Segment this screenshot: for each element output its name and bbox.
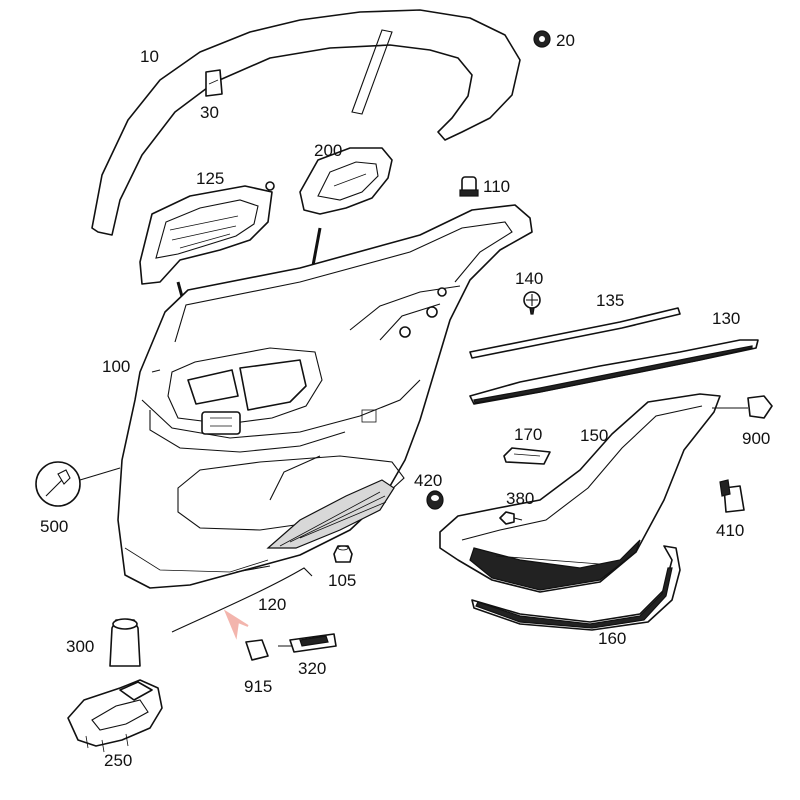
part-125-handle-bracket[interactable] bbox=[139, 181, 275, 285]
label-30: 30 bbox=[200, 103, 219, 122]
label-410: 410 bbox=[716, 521, 744, 540]
part-105-grommet[interactable] bbox=[333, 545, 353, 563]
part-500-wrench-symbol[interactable] bbox=[35, 461, 121, 507]
part-420-grommet[interactable] bbox=[426, 490, 444, 510]
part-900-clip[interactable] bbox=[712, 395, 773, 419]
part-410-bracket[interactable] bbox=[719, 479, 745, 513]
label-120: 120 bbox=[258, 595, 286, 614]
part-150-armrest-trim[interactable] bbox=[439, 393, 721, 593]
label-250: 250 bbox=[104, 751, 132, 770]
part-130-trim-molding[interactable] bbox=[469, 339, 759, 405]
label-140: 140 bbox=[515, 269, 543, 288]
part-380-screw[interactable] bbox=[499, 511, 523, 525]
label-500: 500 bbox=[40, 517, 68, 536]
part-30-clip[interactable] bbox=[205, 69, 223, 97]
part-140-clip[interactable] bbox=[523, 291, 541, 315]
label-300: 300 bbox=[66, 637, 94, 656]
label-125: 125 bbox=[196, 169, 224, 188]
label-10: 10 bbox=[140, 47, 159, 66]
label-110: 110 bbox=[483, 177, 510, 196]
part-160-lower-trim[interactable] bbox=[471, 545, 681, 631]
part-110-plug[interactable] bbox=[459, 176, 479, 197]
part-915-clip[interactable] bbox=[245, 639, 269, 661]
label-915: 915 bbox=[244, 677, 272, 696]
highlight-arrow bbox=[223, 609, 249, 640]
label-130: 130 bbox=[712, 309, 740, 328]
label-320: 320 bbox=[298, 659, 326, 678]
label-135: 135 bbox=[596, 291, 624, 310]
part-170-switch[interactable] bbox=[503, 447, 551, 465]
label-200: 200 bbox=[314, 141, 342, 160]
label-100: 100 bbox=[102, 357, 130, 376]
part-20-cap[interactable] bbox=[533, 30, 551, 48]
part-10-window-trim[interactable] bbox=[91, 9, 521, 236]
label-170: 170 bbox=[514, 425, 542, 444]
part-135-trim-strip[interactable] bbox=[469, 307, 681, 359]
label-160: 160 bbox=[598, 629, 626, 648]
part-200-interior-handle[interactable] bbox=[299, 147, 393, 215]
part-100-door-panel[interactable] bbox=[117, 204, 533, 589]
part-120-seal-strip[interactable] bbox=[171, 565, 313, 640]
label-20: 20 bbox=[556, 31, 575, 50]
part-300-cylinder[interactable] bbox=[109, 618, 141, 667]
part-250-console-insert[interactable] bbox=[67, 679, 163, 753]
label-900: 900 bbox=[742, 429, 770, 448]
label-380: 380 bbox=[506, 489, 534, 508]
part-labels: 10 20 30 125 200 110 140 135 130 100 170… bbox=[40, 31, 770, 770]
part-320-switch-unit[interactable] bbox=[278, 633, 337, 653]
label-105: 105 bbox=[328, 571, 356, 590]
label-150: 150 bbox=[580, 426, 608, 445]
label-420: 420 bbox=[414, 471, 442, 490]
leader-lines bbox=[151, 369, 161, 373]
